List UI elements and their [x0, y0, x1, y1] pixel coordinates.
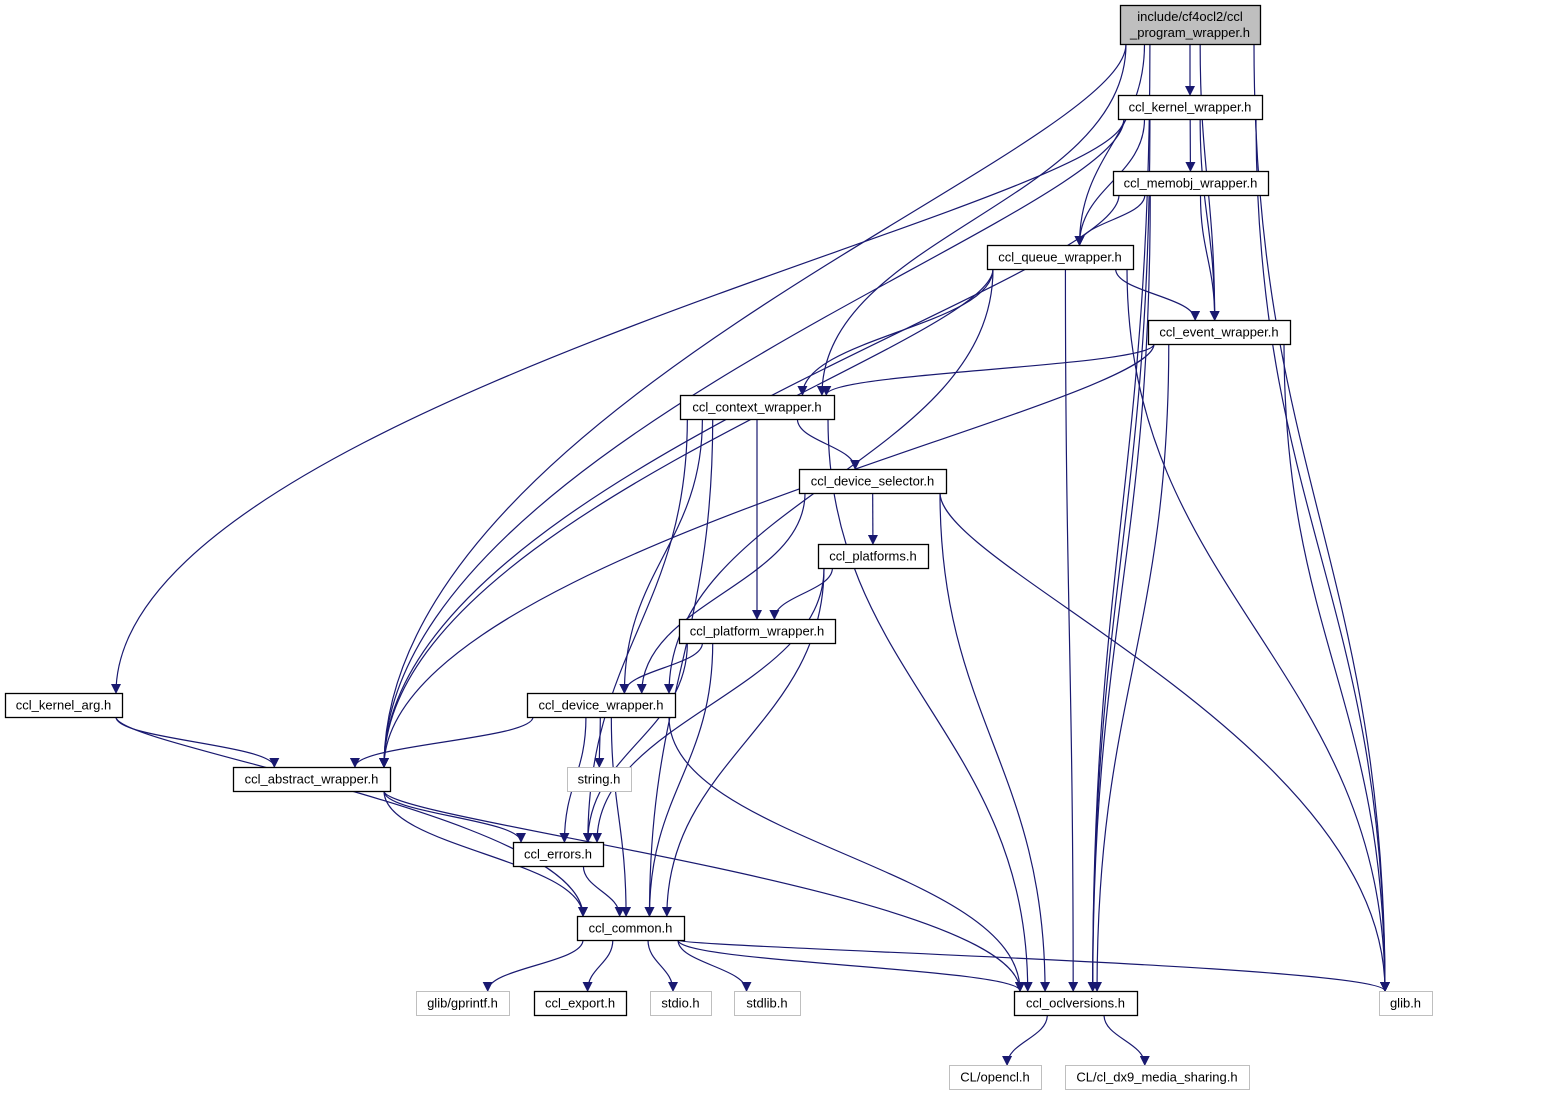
node-label: ccl_memobj_wrapper.h [1124, 176, 1258, 191]
edge-device_wrapper-to-abstract [355, 717, 533, 767]
edge-memobj-to-queue [1080, 195, 1145, 245]
edge-platform_wrapper-to-errors [588, 643, 688, 842]
nodes: include/cf4ocl2/ccl_program_wrapper.hccl… [6, 6, 1433, 1090]
node-kernel_arg[interactable]: ccl_kernel_arg.h [6, 694, 123, 718]
node-memobj[interactable]: ccl_memobj_wrapper.h [1114, 172, 1269, 196]
edge-device_selector-to-glib [940, 493, 1385, 991]
edge-queue-to-oclversions [1065, 269, 1073, 991]
edge-event-to-glib [1284, 344, 1385, 991]
edge-device_selector-to-device_wrapper [642, 493, 805, 693]
node-label: stdio.h [661, 996, 699, 1011]
edge-queue-to-context [802, 269, 993, 395]
edge-kernel_wrapper-to-kernel_arg [116, 119, 1124, 693]
edge-kernel_wrapper-to-glib [1256, 119, 1385, 991]
node-export[interactable]: ccl_export.h [535, 992, 627, 1016]
node-stdio: stdio.h [651, 992, 712, 1016]
node-device_wrapper[interactable]: ccl_device_wrapper.h [528, 694, 676, 718]
edge-abstract-to-errors [384, 791, 521, 842]
node-label: ccl_kernel_wrapper.h [1129, 100, 1252, 115]
node-string: string.h [568, 768, 632, 792]
node-label: CL/cl_dx9_media_sharing.h [1076, 1070, 1237, 1085]
node-errors[interactable]: ccl_errors.h [514, 843, 604, 867]
edge-kernel_arg-to-common [116, 717, 583, 916]
edge-platform_wrapper-to-device_wrapper [624, 643, 702, 693]
edge-common-to-gprintf [488, 940, 583, 991]
node-platforms[interactable]: ccl_platforms.h [819, 545, 929, 569]
node-root[interactable]: include/cf4ocl2/ccl_program_wrapper.h [1121, 6, 1261, 45]
edge-device_wrapper-to-common [611, 717, 626, 916]
node-label: CL/opencl.h [960, 1070, 1029, 1085]
edge-common-to-export [588, 940, 613, 991]
edge-common-to-stdio [648, 940, 673, 991]
node-oclversions[interactable]: ccl_oclversions.h [1015, 992, 1138, 1016]
node-kernel_wrapper[interactable]: ccl_kernel_wrapper.h [1119, 96, 1263, 120]
edge-memobj-to-event [1200, 195, 1214, 320]
edge-memobj-to-abstract [384, 195, 1119, 767]
edge-kernel_wrapper-to-abstract [384, 119, 1124, 767]
node-label: ccl_queue_wrapper.h [998, 250, 1122, 265]
edge-event-to-oclversions [1097, 344, 1169, 991]
node-label: ccl_device_selector.h [811, 474, 935, 489]
node-stdlib: stdlib.h [735, 992, 801, 1016]
edge-kernel_wrapper-to-event [1200, 119, 1215, 320]
edge-oclversions-to-dx9 [1104, 1015, 1145, 1065]
edge-context-to-oclversions [828, 419, 1028, 991]
node-label: ccl_kernel_arg.h [16, 698, 111, 713]
node-abstract[interactable]: ccl_abstract_wrapper.h [234, 768, 391, 792]
edges [116, 44, 1385, 1065]
node-queue[interactable]: ccl_queue_wrapper.h [988, 246, 1134, 270]
node-label: ccl_oclversions.h [1026, 996, 1125, 1011]
node-label: ccl_event_wrapper.h [1159, 325, 1278, 340]
edge-kernel_arg-to-abstract [116, 717, 274, 767]
node-label: ccl_device_wrapper.h [538, 698, 663, 713]
node-common[interactable]: ccl_common.h [578, 917, 685, 941]
edge-queue-to-abstract [384, 269, 993, 767]
node-platform_wrapper[interactable]: ccl_platform_wrapper.h [680, 620, 836, 644]
node-label: ccl_common.h [589, 921, 673, 936]
edge-root-to-glib [1254, 44, 1385, 991]
edge-context-to-device_wrapper [624, 419, 702, 693]
node-context[interactable]: ccl_context_wrapper.h [681, 396, 835, 420]
edge-context-to-device_selector [797, 419, 855, 469]
node-label: stdlib.h [746, 996, 787, 1011]
edge-errors-to-common [583, 866, 619, 916]
node-label: ccl_abstract_wrapper.h [245, 772, 379, 787]
node-label: ccl_platforms.h [829, 549, 916, 564]
node-label: string.h [578, 772, 621, 787]
edge-common-to-oclversions [678, 940, 1020, 991]
node-label: glib.h [1390, 996, 1421, 1011]
node-label: include/cf4ocl2/ccl [1137, 9, 1243, 24]
edge-common-to-glib [678, 940, 1385, 991]
edge-root-to-queue [1080, 44, 1145, 245]
node-opencl: CL/opencl.h [950, 1066, 1042, 1090]
edge-common-to-stdlib [678, 940, 747, 991]
edge-event-to-context [826, 344, 1154, 395]
edge-oclversions-to-opencl [1007, 1015, 1047, 1065]
node-event[interactable]: ccl_event_wrapper.h [1149, 321, 1291, 345]
node-label: _program_wrapper.h [1129, 25, 1250, 40]
node-label: glib/gprintf.h [427, 996, 498, 1011]
node-label: ccl_export.h [545, 996, 615, 1011]
node-glib: glib.h [1380, 992, 1433, 1016]
node-gprintf: glib/gprintf.h [417, 992, 510, 1016]
edge-device_wrapper-to-string [599, 717, 600, 767]
edge-root-to-context [822, 44, 1126, 395]
node-label: ccl_context_wrapper.h [692, 400, 821, 415]
edge-device_selector-to-oclversions [940, 493, 1045, 991]
node-label: ccl_platform_wrapper.h [690, 624, 824, 639]
node-dx9: CL/cl_dx9_media_sharing.h [1066, 1066, 1250, 1090]
node-label: ccl_errors.h [524, 847, 592, 862]
node-device_selector[interactable]: ccl_device_selector.h [800, 470, 947, 494]
